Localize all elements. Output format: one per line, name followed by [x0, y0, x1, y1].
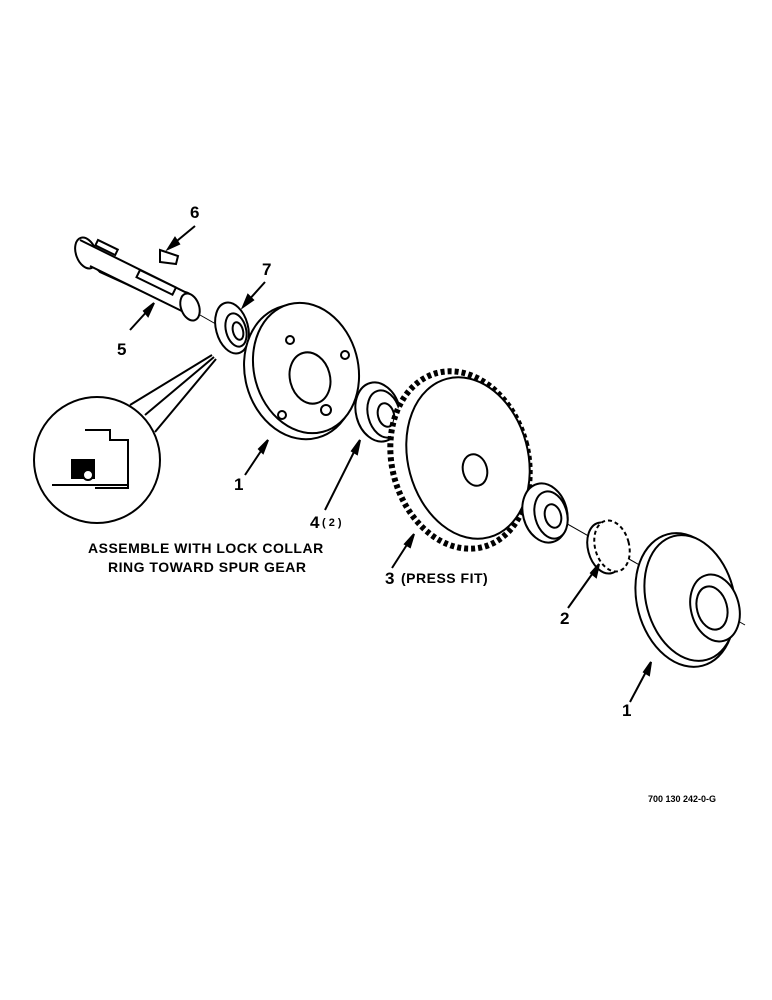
callout-1-lower: 1 — [622, 701, 631, 720]
callout-1-upper: 1 — [234, 475, 243, 494]
callout-5: 5 — [117, 340, 126, 359]
callout-2: 2 — [560, 609, 569, 628]
ball-bearing-part-upper — [354, 381, 402, 443]
spacer-part — [586, 519, 631, 575]
assembly-note-line-2: RING TOWARD SPUR GEAR — [108, 559, 306, 575]
callout-6: 6 — [190, 203, 199, 222]
spur-gear-part — [387, 368, 533, 552]
shaft-part — [74, 236, 201, 322]
lock-collar-bearing-part — [214, 301, 250, 355]
callout-3-note: (PRESS FIT) — [401, 570, 488, 586]
callout-3: 3 — [385, 569, 394, 588]
key-part — [159, 248, 180, 266]
callout-4-quantity: ( 2 ) — [322, 517, 342, 529]
assembly-note-line-1: ASSEMBLE WITH LOCK COLLAR — [88, 540, 324, 556]
callout-7: 7 — [262, 260, 271, 279]
drawing-number: 700 130 242-0-G — [648, 794, 716, 804]
ball-bearing-part-lower — [521, 482, 569, 544]
flange-upper-part — [243, 301, 361, 441]
flange-lower-part — [634, 532, 741, 668]
detail-magnifier — [33, 354, 217, 524]
leader-arrows — [129, 225, 652, 703]
callout-4: 4 — [310, 513, 320, 532]
